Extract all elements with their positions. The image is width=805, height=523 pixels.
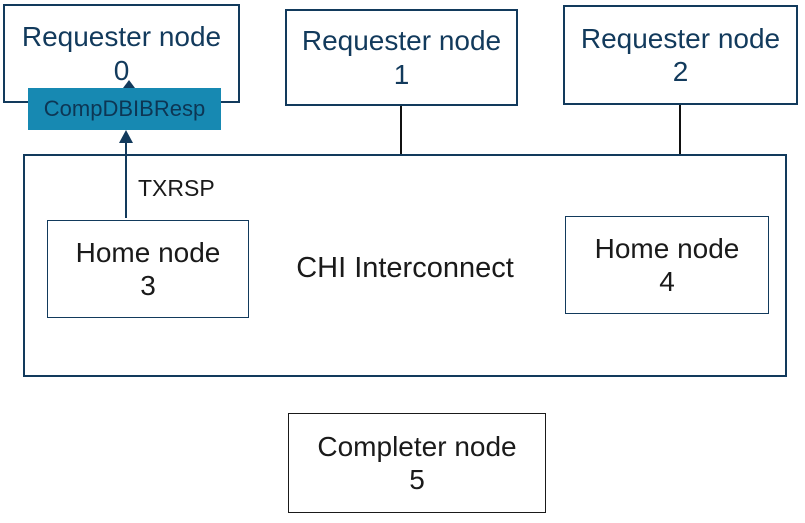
home-node-4-box: Home node 4 (565, 216, 769, 314)
completer-node-5-label: Completer node (317, 430, 517, 462)
compdbibresp-message-badge: CompDBIBResp (28, 88, 221, 130)
compdbibresp-message-label: CompDBIBResp (43, 96, 206, 121)
connector-line-requester2 (679, 105, 681, 154)
requester-node-2-label: Requester node (580, 22, 781, 54)
requester-node-1-box: Requester node 1 (285, 9, 518, 106)
txrsp-arrow-head-icon (119, 130, 133, 143)
txrsp-arrow-line (125, 142, 127, 218)
requester-node-2-box: Requester node 2 (563, 5, 798, 105)
requester-node-0-label: Requester node (21, 21, 222, 53)
requester-node-1-number: 1 (393, 58, 410, 90)
requester-node-2-number: 2 (672, 56, 689, 87)
home-node-4-number: 4 (659, 266, 675, 297)
connector-line-requester1 (400, 106, 402, 154)
home-node-3-label: Home node (75, 236, 221, 268)
completer-node-5-box: Completer node 5 (288, 413, 546, 513)
home-node-3-box: Home node 3 (47, 220, 249, 318)
requester-node-0-number: 0 (113, 54, 130, 86)
home-node-4-label: Home node (594, 232, 740, 264)
home-node-3-number: 3 (140, 270, 156, 301)
completer-node-5-number: 5 (409, 464, 425, 495)
chi-interconnect-box: Home node 3 Home node 4 CHI Interconnect… (23, 154, 787, 377)
chi-interconnect-label: CHI Interconnect (296, 252, 514, 284)
requester-node-1-label: Requester node (301, 25, 502, 57)
requester-node-0-box: Requester node 0 (3, 4, 240, 103)
txrsp-channel-label: TXRSP (138, 175, 215, 201)
badge-top-arrow-head-icon (123, 80, 135, 88)
